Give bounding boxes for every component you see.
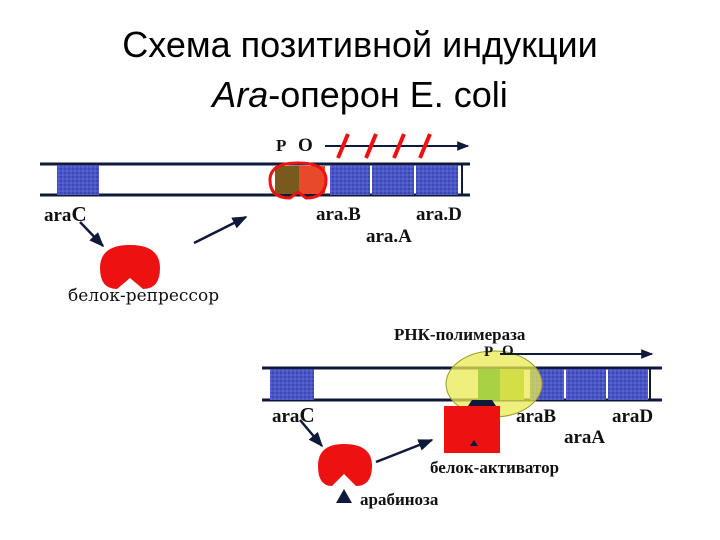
arabinose-label: арабиноза	[360, 490, 438, 510]
top-gene-araA-block	[372, 165, 414, 195]
top-promoter-operator-region	[270, 163, 326, 198]
bottom-protein-to-activator-arrow	[376, 440, 432, 462]
bottom-regulator-protein	[318, 444, 372, 486]
activator-label: белок-активатор	[430, 458, 559, 478]
rna-polymerase-label: РНК-полимераза	[394, 325, 525, 345]
top-gene-araD-block	[416, 165, 458, 195]
top-gene-araC-block	[57, 165, 99, 195]
top-gene-araC-label: araC	[44, 202, 87, 227]
top-repressor-label: белок-репрессор	[68, 286, 219, 306]
top-gene-araC-suffix: C	[71, 202, 86, 226]
top-repressor-to-operator-arrow	[194, 217, 246, 243]
top-gene-araD-label: ara.D	[416, 204, 462, 226]
top-gene-araA-label: ara.A	[366, 226, 412, 248]
bottom-promoter-label: P	[484, 344, 493, 361]
top-gene-araB-label: ara.B	[316, 204, 361, 226]
bottom-gene-araA-label: araA	[564, 427, 605, 449]
bottom-gene-araC-block	[270, 369, 314, 400]
top-promoter-label: P	[276, 136, 286, 156]
bottom-gene-araD-block	[608, 369, 648, 400]
top-gene-araB-block	[330, 165, 370, 195]
bottom-operator-label: O	[502, 343, 514, 360]
top-operator-label: O	[298, 135, 313, 157]
top-repressor-protein	[100, 245, 160, 289]
bottom-gene-araC-prefix: ara	[272, 406, 299, 427]
top-gene-araC-prefix: ara	[44, 205, 71, 226]
bottom-gene-araD-label: araD	[612, 406, 653, 428]
bottom-gene-araC-suffix: C	[299, 403, 314, 427]
arabinose-triangle-icon	[336, 489, 352, 503]
bottom-gene-araC-label: araC	[272, 403, 315, 428]
bottom-gene-araB-label: araB	[516, 406, 556, 428]
bottom-gene-araA-block	[566, 369, 606, 400]
